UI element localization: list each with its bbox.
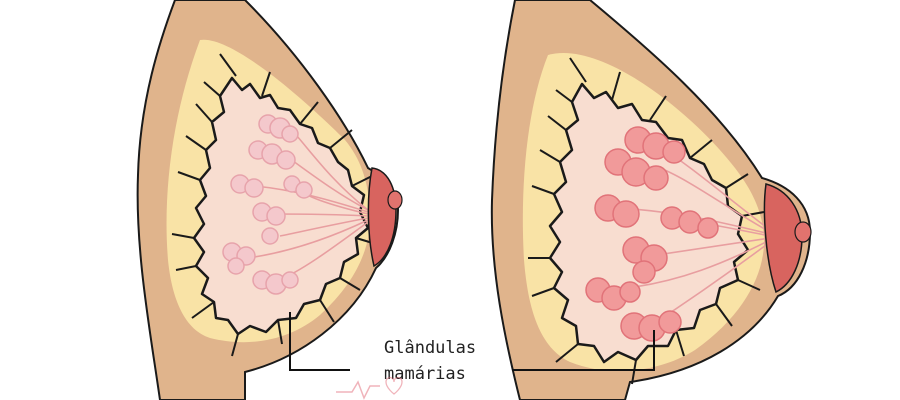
leader-line-left xyxy=(289,312,350,371)
right-nipple xyxy=(794,221,812,243)
left-areola xyxy=(367,167,397,268)
left-breast xyxy=(136,0,403,400)
leader-line-right xyxy=(512,330,655,371)
right-lobule-6 xyxy=(585,277,641,311)
label-line-1: Glândulas xyxy=(384,338,476,358)
right-areola xyxy=(763,183,803,294)
left-nipple xyxy=(387,190,403,210)
left-lobule-6 xyxy=(222,242,256,275)
watermark-logo xyxy=(336,376,403,400)
left-lobule-7 xyxy=(252,270,299,295)
right-lobule-2 xyxy=(604,148,669,191)
right-lobule-7 xyxy=(620,310,682,342)
label-group: Glândulas mamárias xyxy=(289,312,655,384)
left-lobule-2 xyxy=(248,140,296,170)
left-lobule-5 xyxy=(252,202,286,245)
left-lobules xyxy=(222,114,313,295)
label-line-2: mamárias xyxy=(384,364,466,384)
right-breast xyxy=(490,0,812,400)
right-septa xyxy=(528,57,765,385)
right-lobule-4 xyxy=(660,206,719,239)
left-septa xyxy=(171,53,377,357)
left-lobule-3 xyxy=(230,174,264,198)
left-lobule-4 xyxy=(283,175,313,199)
left-lobule-1 xyxy=(258,114,299,143)
right-lobules xyxy=(585,126,719,342)
right-lobule-5 xyxy=(622,236,668,284)
right-lobule-1 xyxy=(624,126,686,164)
right-lobule-3 xyxy=(594,194,640,228)
